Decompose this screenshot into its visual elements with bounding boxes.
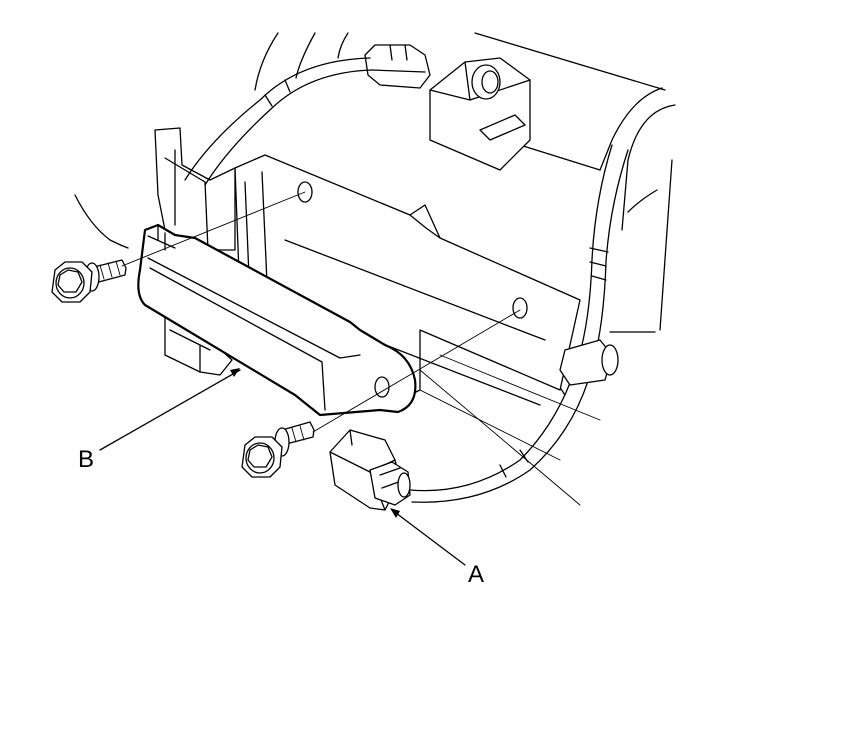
upper-harness-connector — [364, 44, 431, 89]
bolt-lower — [241, 421, 315, 478]
callout-a-label: A — [468, 561, 484, 588]
component-b-module — [137, 223, 417, 417]
wiring-harness-upper — [184, 57, 373, 186]
upper-clamp-bracket — [429, 57, 531, 171]
callout-b-leader — [99, 369, 241, 451]
leader-lines — [99, 368, 466, 566]
callout-b-label: B — [78, 446, 94, 473]
bolt-alignment-lines — [121, 191, 521, 433]
wiring-harness-lower — [409, 144, 629, 503]
callout-a-leader — [391, 509, 466, 566]
lower-bolt-hole — [512, 297, 528, 319]
connector-a — [329, 429, 411, 511]
side-bracket-tab — [154, 127, 236, 251]
callout-a-arrowhead — [390, 508, 400, 518]
callout-b-arrowhead — [230, 368, 240, 377]
bolt-upper — [51, 259, 127, 303]
